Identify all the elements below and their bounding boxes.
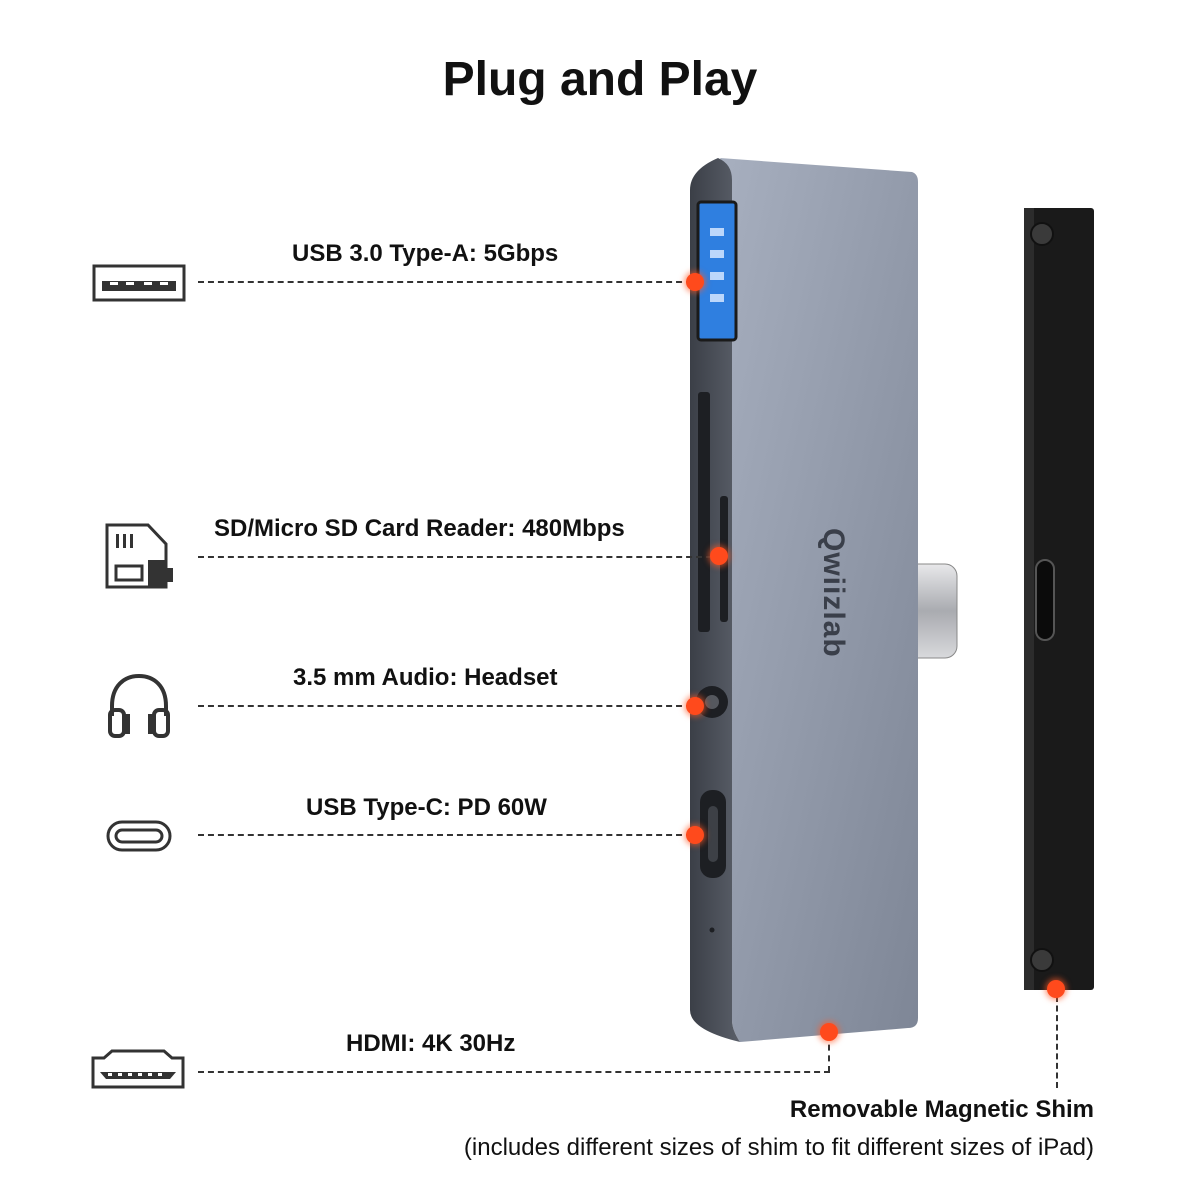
callout-line-hdmi (198, 1071, 830, 1073)
page-title: Plug and Play (442, 53, 758, 106)
callout-dot-usb-c (686, 826, 704, 844)
label-usb-a: USB 3.0 Type-A: 5Gbps (292, 240, 559, 267)
label-audio: 3.5 mm Audio: Headset (293, 664, 558, 691)
sd-card-icon (105, 523, 173, 589)
callout-line-audio (198, 705, 692, 707)
shim-title: Removable Magnetic Shim (789, 1096, 1094, 1123)
callout-line-hdmi-vertical (828, 1034, 830, 1072)
label-usb-c: USB Type-C: PD 60W (306, 794, 547, 821)
usb-hub-device (690, 158, 958, 1042)
callout-dot-audio (686, 697, 704, 715)
label-sd-card: SD/Micro SD Card Reader: 480Mbps (214, 515, 625, 542)
callout-line-usb-c (198, 834, 692, 836)
callout-line-sd (198, 556, 712, 558)
shim-subtitle: (includes different sizes of shim to fit… (463, 1134, 1094, 1161)
label-hdmi: HDMI: 4K 30Hz (346, 1030, 516, 1057)
brand-logo: Qwiizlab (817, 528, 850, 658)
callout-dot-sd (710, 547, 728, 565)
callout-dot-shim (1047, 980, 1065, 998)
usb-a-icon (92, 264, 186, 302)
hdmi-icon (91, 1049, 185, 1089)
magnetic-shim (1024, 208, 1094, 990)
callout-line-usb-a (198, 281, 692, 283)
callout-line-shim (1056, 996, 1058, 1088)
callout-dot-hdmi (820, 1023, 838, 1041)
callout-dot-usb-a (686, 273, 704, 291)
usb-c-icon (106, 820, 172, 852)
headphones-icon (108, 673, 170, 738)
